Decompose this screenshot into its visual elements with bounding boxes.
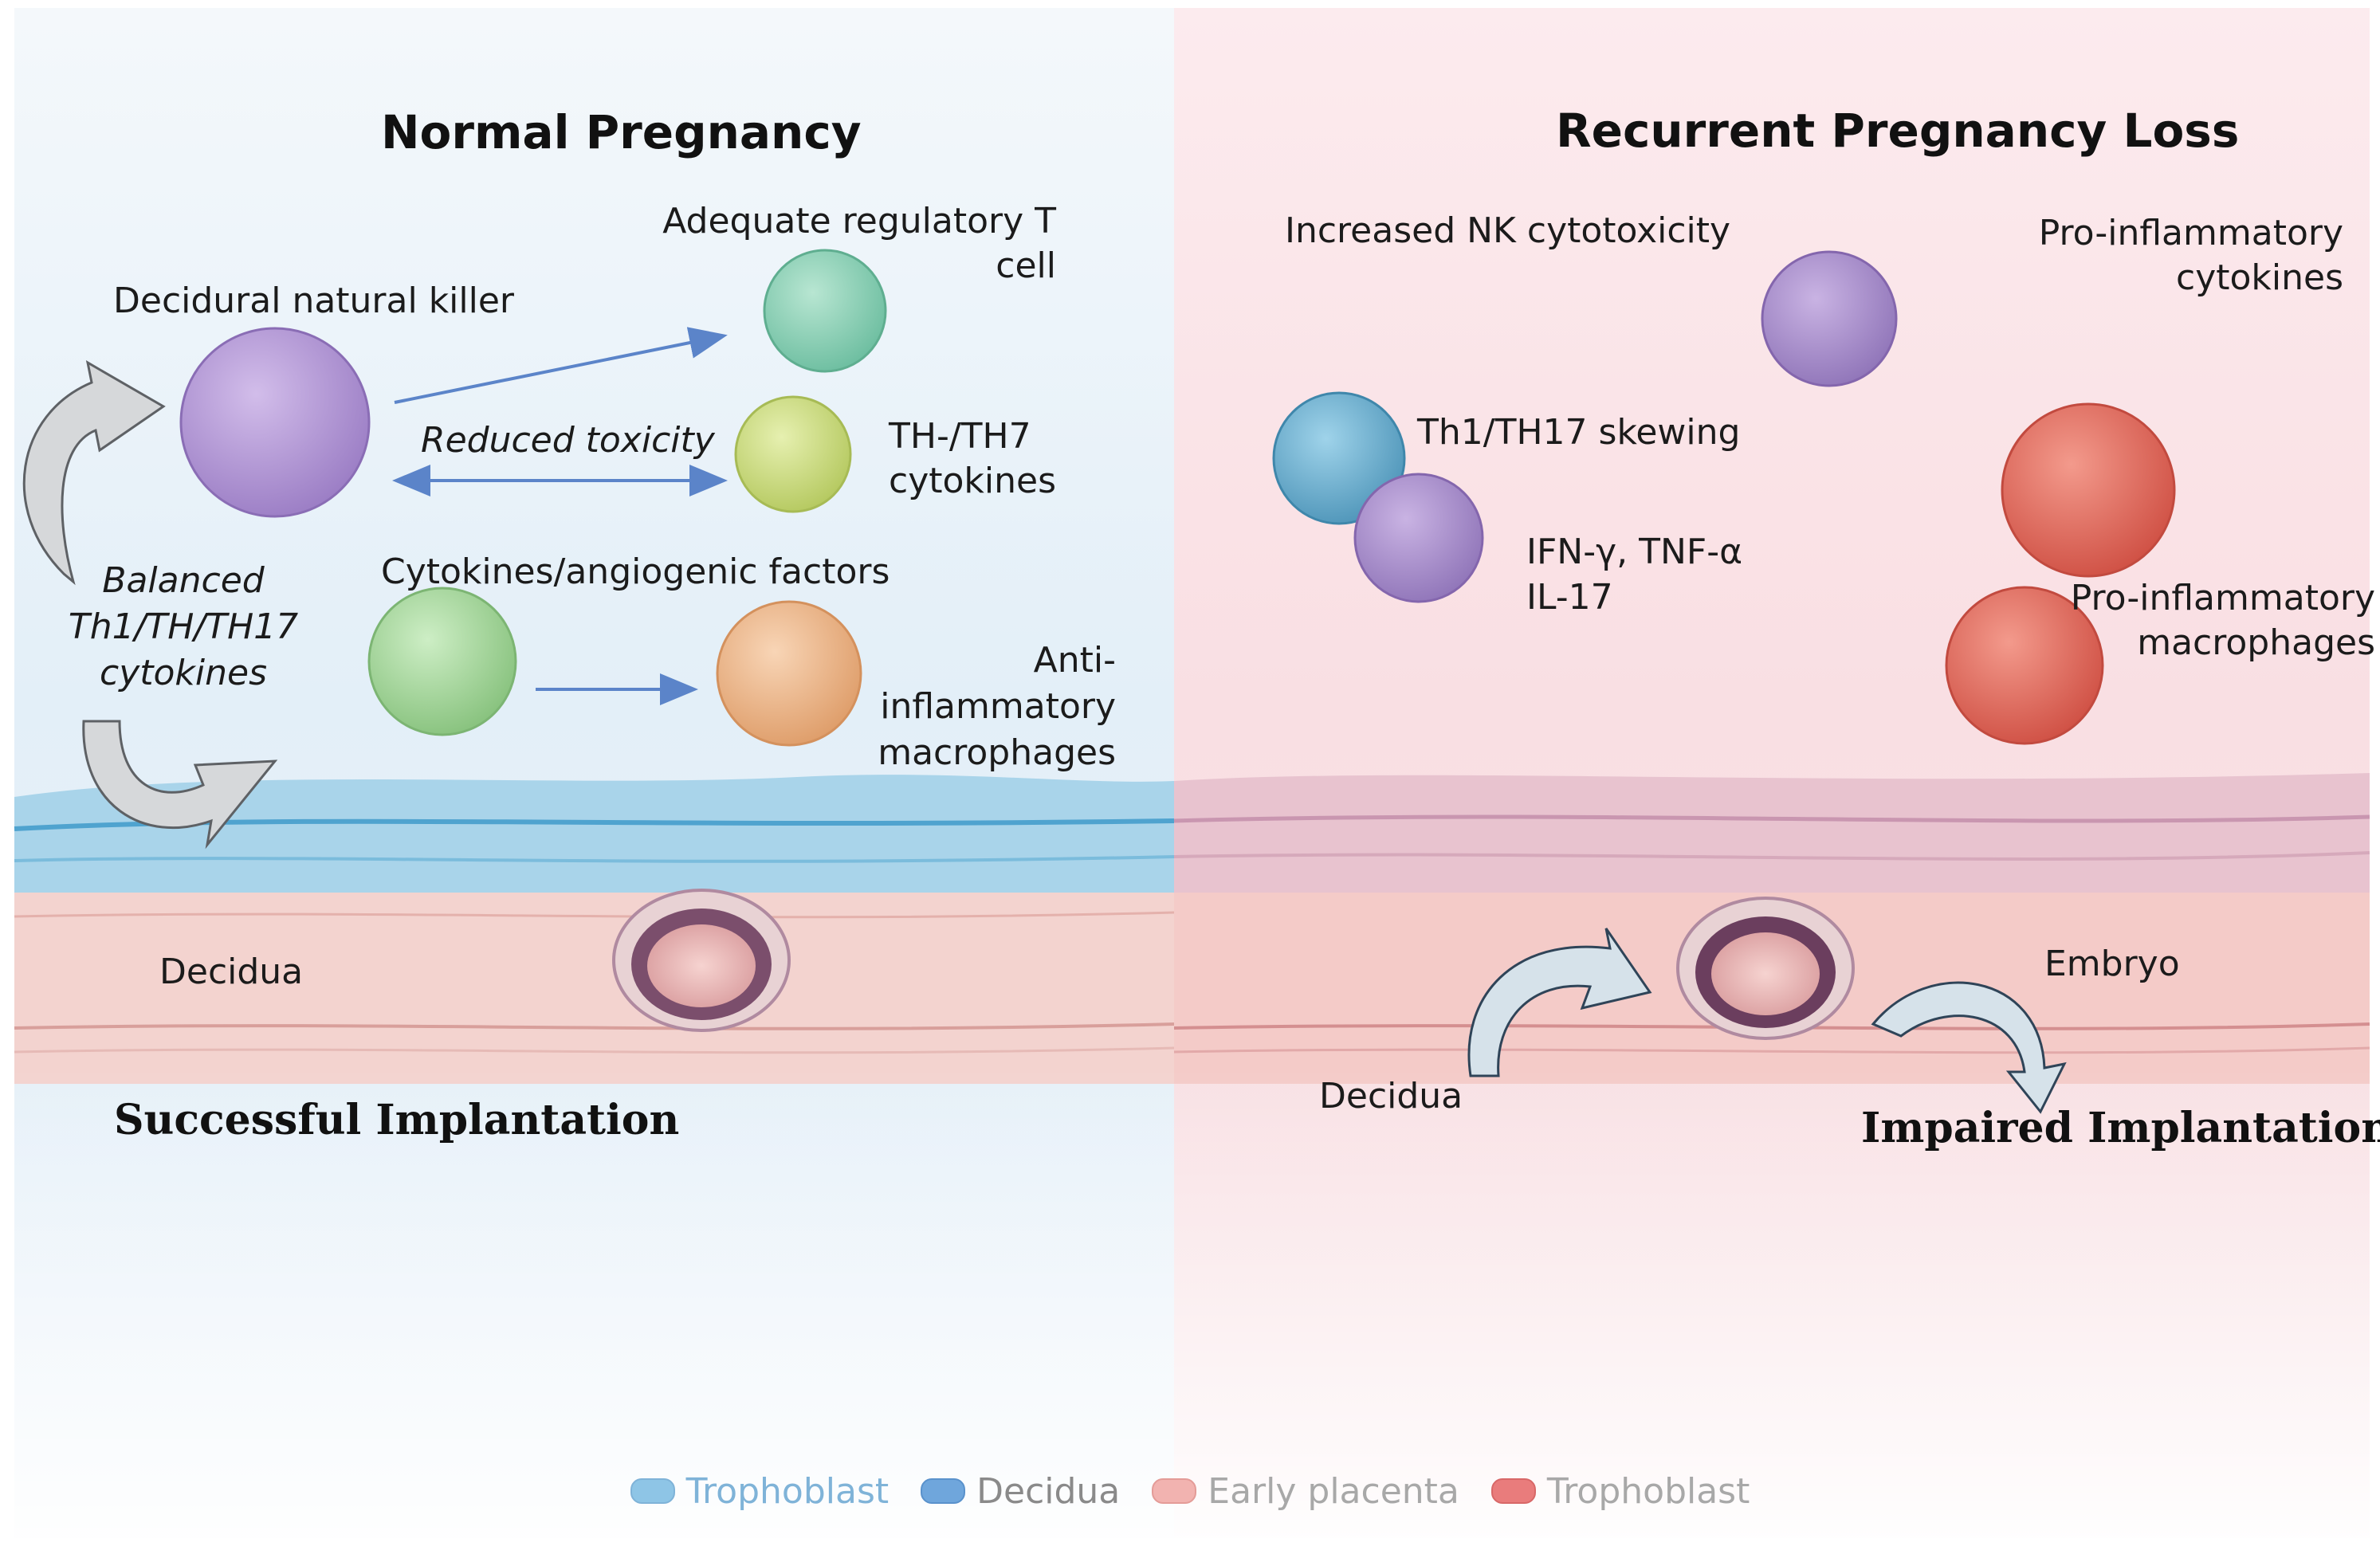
anti-inflammatory-macrophage <box>716 600 862 747</box>
label-ifn-tnf: IFN-γ, TNF-α <box>1526 532 1743 572</box>
th-cell <box>734 395 852 513</box>
label-th-cytokines: TH-/TH7 cytokines <box>889 416 1056 501</box>
curved-arrow-from-embryo-icon <box>1871 981 2067 1114</box>
treg-cell <box>763 249 887 373</box>
legend-label: Trophoblast <box>685 1470 890 1512</box>
label-anti-inflammatory-macrophages: Anti-inflammatory macrophages <box>878 640 1116 773</box>
pro-inflammatory-macrophage-2 <box>1945 586 2104 745</box>
label-balanced-cytokines: Balanced Th1/TH/TH17 cytokines <box>68 560 299 693</box>
label-embryo: Embryo <box>2044 944 2180 984</box>
label-th1-skewing: Th1/TH17 skewing <box>1417 412 1741 453</box>
legend-label: Early placenta <box>1208 1470 1459 1512</box>
green-cytokine-cell <box>367 587 517 736</box>
label-decidua-right: Decidua <box>1319 1076 1463 1117</box>
decidural-nk-cell <box>179 327 371 518</box>
title-normal-pregnancy: Normal Pregnancy <box>381 105 862 159</box>
legend-item: Trophoblast <box>1490 1470 1750 1512</box>
bottom-fade <box>14 1068 2370 1538</box>
left-embryo <box>612 889 791 1032</box>
outcome-successful-implantation: Successful Implantation <box>114 1096 680 1144</box>
right-embryo <box>1676 897 1855 1040</box>
curved-arrow-down-icon <box>82 720 278 850</box>
legend-item: Early placenta <box>1152 1471 1459 1512</box>
label-pro-inflammatory-cytokines: Pro-inflammatory cytokines <box>2038 213 2343 298</box>
label-il17: IL-17 <box>1526 577 1613 618</box>
legend: Trophoblast Decidua Early placenta Troph… <box>0 1463 2380 1519</box>
pro-inflammatory-macrophage-1 <box>2001 402 2176 578</box>
legend-label: Decidua <box>976 1470 1121 1512</box>
legend-swatch <box>921 1478 966 1504</box>
outcome-impaired-implantation: Impaired Implantation <box>1861 1104 2380 1152</box>
label-pro-inflammatory-macrophages: Pro-inflammatory macrophages <box>2070 578 2375 663</box>
legend-label: Trophoblast <box>1546 1470 1750 1512</box>
label-increased-nk: Increased NK cytotoxicity <box>1285 210 1731 251</box>
left-tissue <box>14 775 1175 1084</box>
blue-th1-cell <box>1272 391 1406 525</box>
nk-cell-right <box>1761 250 1898 387</box>
legend-swatch <box>630 1478 675 1504</box>
label-reduced-toxicity: Reduced toxicity <box>421 420 715 461</box>
label-decidua-left: Decidua <box>159 952 304 992</box>
label-cytokines-angiogenic: Cytokines/angiogenic factors <box>381 551 890 592</box>
purple-th17-cell <box>1353 473 1484 603</box>
legend-item: Decidua <box>921 1471 1120 1512</box>
legend-item: Trophoblast <box>630 1471 889 1512</box>
legend-swatch <box>1152 1478 1197 1504</box>
curved-arrow-to-embryo-icon <box>1467 928 1652 1077</box>
label-adequate-treg: Adequate regulatory T cell <box>662 201 1056 286</box>
title-recurrent-pregnancy-loss: Recurrent Pregnancy Loss <box>1556 104 2240 158</box>
legend-swatch <box>1490 1478 1536 1504</box>
arrow-nk-to-treg <box>394 327 728 404</box>
label-decidural-nk: Decidural natural killer <box>113 281 515 321</box>
curved-arrow-up-icon <box>22 360 166 586</box>
